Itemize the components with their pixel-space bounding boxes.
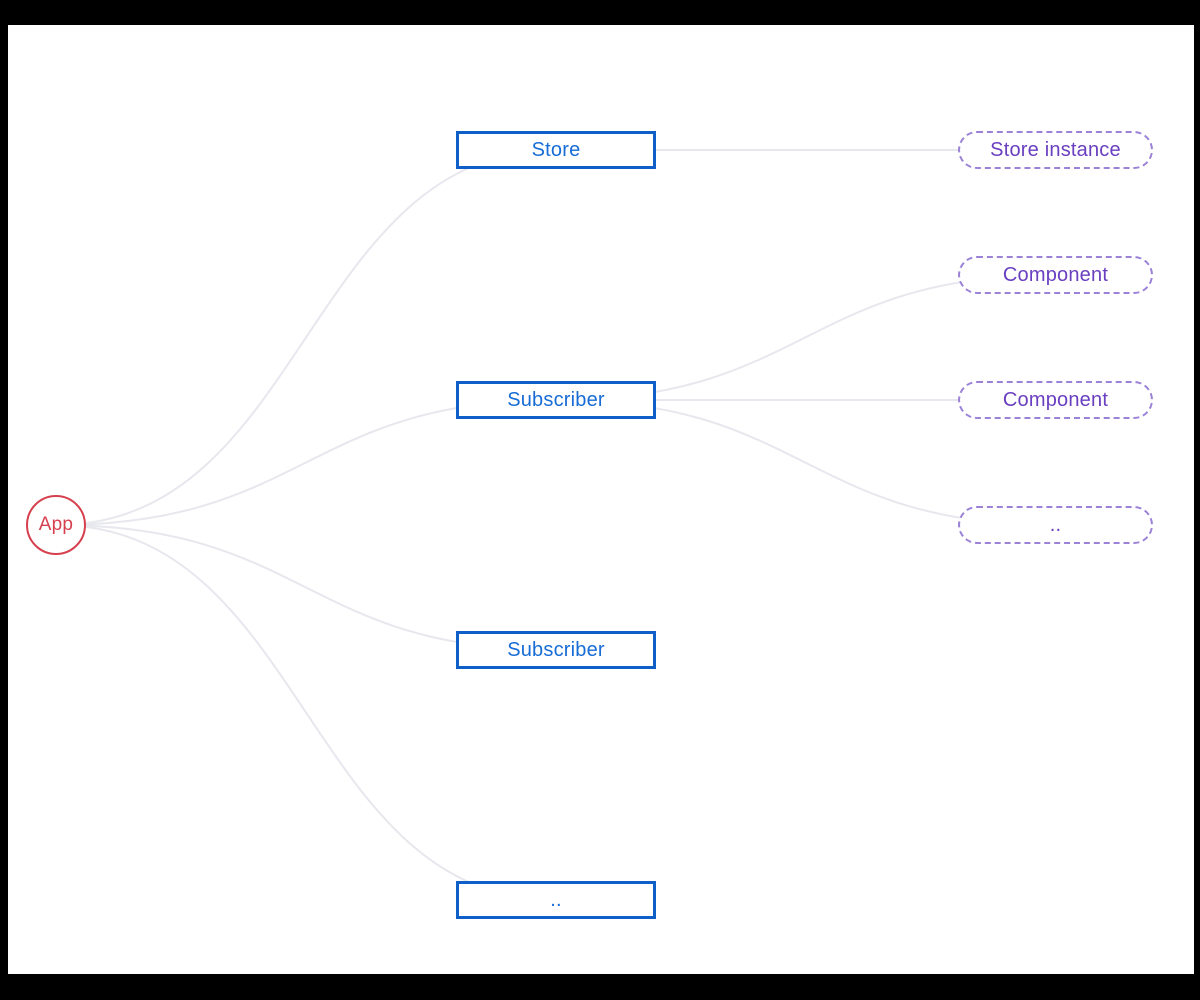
diagram-canvas: App Store Subscriber Subscriber .. Store… (8, 25, 1194, 974)
node-app-label: App (38, 514, 74, 535)
node-subscriber-2: Subscriber (456, 631, 656, 669)
node-subscriber-2-label: Subscriber (507, 638, 605, 661)
node-component-1: Component (958, 256, 1153, 294)
edge-app-more-nodes (55, 524, 557, 901)
node-store-label: Store (531, 138, 581, 161)
node-store-instance-label: Store instance (990, 138, 1121, 161)
node-subscriber-1-label: Subscriber (507, 388, 605, 411)
node-subscriber-1: Subscriber (456, 381, 656, 419)
edge-app-store (55, 149, 557, 526)
node-more-nodes: .. (456, 881, 656, 919)
node-store: Store (456, 131, 656, 169)
node-component-1-label: Component (1002, 263, 1109, 286)
node-more-components: .. (958, 506, 1153, 544)
node-more-components-label: .. (1049, 513, 1062, 536)
node-store-instance: Store instance (958, 131, 1153, 169)
node-component-2: Component (958, 381, 1153, 419)
node-component-2-label: Component (1002, 388, 1109, 411)
node-more-nodes-label: .. (550, 888, 562, 911)
node-app: App (26, 495, 86, 555)
